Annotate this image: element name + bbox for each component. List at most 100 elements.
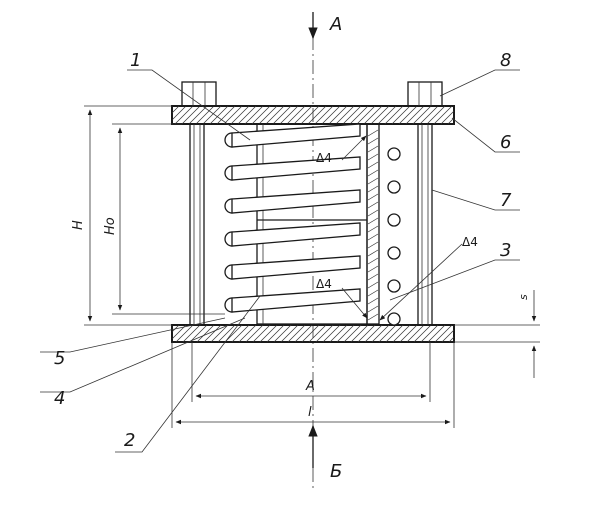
callout-6: 6: [451, 117, 520, 153]
callout-4: 4: [40, 317, 246, 409]
hatch-line: [378, 325, 397, 342]
hatch-line: [367, 305, 379, 313]
hatch-line: [412, 106, 432, 124]
coil-turn: [231, 189, 361, 214]
dimension-label-Ho: Ho: [103, 217, 118, 235]
hatch-line: [349, 106, 369, 124]
dimension-label-H: H: [71, 220, 86, 230]
coil-section-right: [387, 279, 401, 293]
hatch-line: [217, 325, 236, 342]
left-bolt: [181, 81, 217, 326]
svg-text:Δ4: Δ4: [316, 151, 332, 165]
hatch-line: [370, 106, 390, 124]
svg-text:4: 4: [54, 388, 65, 409]
hatch-line: [172, 325, 173, 326]
top-plate: [171, 105, 455, 125]
dimension-l: l: [171, 342, 455, 428]
hatch-line: [172, 325, 180, 333]
hatch-line: [307, 106, 327, 124]
hatch-line: [172, 325, 187, 340]
hatch-line: [363, 106, 383, 124]
hatch-line: [367, 193, 379, 201]
hatch-line: [244, 106, 264, 124]
hatch-line: [279, 106, 299, 124]
hatch-line: [203, 325, 222, 342]
hatch-line: [266, 325, 285, 342]
hatch-line: [329, 325, 348, 342]
hatch-line: [189, 325, 208, 342]
bottom-plate: [171, 324, 455, 343]
hatch-line: [210, 325, 229, 342]
hatch-line: [377, 106, 397, 124]
hatch-line: [315, 325, 334, 342]
svg-text:Δ4: Δ4: [462, 235, 478, 249]
hatch-line: [367, 313, 379, 321]
hatch-line: [259, 325, 278, 342]
hatch-line: [182, 325, 201, 342]
hatch-line: [308, 325, 327, 342]
view-arrow-bottom: Б: [308, 424, 342, 482]
hatch-line: [448, 336, 454, 342]
hatch-line: [196, 325, 215, 342]
hatch-line: [265, 106, 285, 124]
hatch-line: [300, 106, 320, 124]
coil-section-right: [387, 246, 401, 260]
hatch-line: [273, 325, 292, 342]
dimension-H: H: [71, 105, 172, 326]
svg-text:6: 6: [500, 132, 511, 153]
hatch-line: [367, 265, 379, 273]
hatch-line: [342, 106, 362, 124]
coil-turn: [231, 123, 361, 148]
coil-turn: [231, 288, 361, 313]
hatch-line: [328, 106, 348, 124]
coil-section-right: [387, 180, 401, 194]
hatch-line: [405, 106, 425, 124]
weld-mark-bottom: Δ4: [316, 277, 368, 319]
hatch-line: [272, 106, 292, 124]
svg-text:8: 8: [500, 50, 511, 71]
hatch-line: [335, 106, 355, 124]
hatch-line: [399, 325, 418, 342]
hatch-line: [258, 106, 278, 124]
hatch-line: [367, 233, 379, 241]
hatch-line: [385, 325, 404, 342]
spring: [224, 123, 401, 326]
hatch-line: [440, 110, 454, 124]
svg-text:5: 5: [54, 348, 65, 369]
hatch-line: [367, 161, 379, 169]
hatch-line: [175, 325, 194, 342]
callout-2: 2: [115, 295, 261, 453]
view-label-top: А: [329, 14, 342, 35]
hatch-line: [367, 273, 379, 281]
hatch-line: [252, 325, 271, 342]
hatch-line: [350, 325, 369, 342]
hatch-line: [426, 106, 446, 124]
coil-section-right: [387, 312, 401, 326]
hatch-line: [251, 106, 271, 124]
hatch-line: [286, 106, 306, 124]
hatch-line: [238, 325, 257, 342]
hatch-line: [357, 325, 376, 342]
hatch-line: [367, 129, 379, 137]
dimension-A: A: [191, 342, 431, 402]
right-bolt: [407, 81, 443, 326]
hatch-line: [322, 325, 341, 342]
hatch-line: [391, 106, 411, 124]
coil-section-right: [387, 147, 401, 161]
hatch-line: [367, 169, 379, 177]
hatch-line: [356, 106, 376, 124]
hatch-line: [343, 325, 362, 342]
hatch-line: [314, 106, 334, 124]
hatch-line: [367, 185, 379, 193]
callout-1: 1: [127, 50, 251, 141]
weld-mark-top: Δ4: [316, 135, 367, 165]
hatch-line: [287, 325, 306, 342]
hatch-line: [420, 325, 439, 342]
hatch-line: [321, 106, 341, 124]
dimension-label-l: l: [308, 405, 312, 420]
svg-text:Δ4: Δ4: [316, 277, 332, 291]
hatch-line: [195, 106, 215, 124]
hatch-line: [231, 325, 250, 342]
hatch-line: [367, 217, 379, 225]
